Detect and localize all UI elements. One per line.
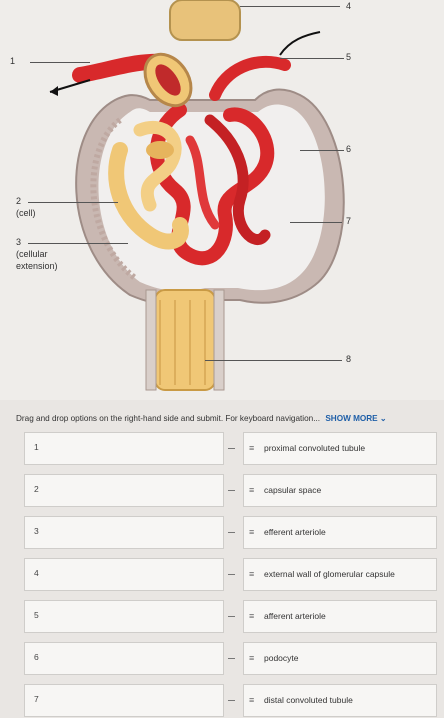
proximal-tubule-segment xyxy=(154,289,216,391)
leader-line-4 xyxy=(240,6,340,7)
match-row-4: 4 ≡ external wall of glomerular capsule xyxy=(24,558,437,592)
draggable-option[interactable]: ≡ proximal convoluted tubule xyxy=(243,432,437,465)
top-tubule xyxy=(169,0,241,41)
tubule-cells xyxy=(159,300,206,385)
leader-line-5 xyxy=(280,58,344,59)
drag-handle-icon[interactable]: ≡ xyxy=(249,695,255,705)
draggable-option[interactable]: ≡ capsular space xyxy=(243,474,437,507)
drop-target-number: 6 xyxy=(34,652,39,662)
match-row-1: 1 ≡ proximal convoluted tubule xyxy=(24,432,437,466)
label-2-sub: (cell) xyxy=(16,208,36,218)
drag-handle-icon[interactable]: ≡ xyxy=(249,527,255,537)
drop-target-number: 3 xyxy=(34,526,39,536)
drag-handle-icon[interactable]: ≡ xyxy=(249,653,255,663)
leader-line-3 xyxy=(28,243,128,244)
tubule-wall-left xyxy=(145,289,157,391)
label-5: 5 xyxy=(346,52,352,62)
option-label: afferent arteriole xyxy=(264,611,326,621)
label-4: 4 xyxy=(346,1,352,11)
label-3-sub2: extension) xyxy=(16,261,58,271)
drag-handle-icon[interactable]: ≡ xyxy=(249,611,255,621)
podocyte-cell-body xyxy=(146,141,174,159)
connector xyxy=(228,432,246,465)
instructions-text: Drag and drop options on the right-hand … xyxy=(16,414,321,423)
match-row-2: 2 ≡ capsular space xyxy=(24,474,437,508)
drag-handle-icon[interactable]: ≡ xyxy=(249,485,255,495)
connector xyxy=(228,558,246,591)
podocytes xyxy=(108,120,189,250)
drop-target-3[interactable]: 3 xyxy=(24,516,224,549)
instructions: Drag and drop options on the right-hand … xyxy=(16,413,436,423)
drag-handle-icon[interactable]: ≡ xyxy=(249,443,255,453)
connector xyxy=(228,516,246,549)
efferent-arteriole xyxy=(209,55,291,101)
show-more-link[interactable]: SHOW MORE ⌄ xyxy=(325,414,387,423)
match-row-6: 6 ≡ podocyte xyxy=(24,642,437,676)
drag-handle-icon[interactable]: ≡ xyxy=(249,569,255,579)
leader-line-6 xyxy=(300,150,344,151)
label-6: 6 xyxy=(346,144,352,154)
parietal-layer xyxy=(90,117,137,281)
match-row-5: 5 ≡ afferent arteriole xyxy=(24,600,437,634)
drop-target-7[interactable]: 7 xyxy=(24,684,224,717)
renal-corpuscle-illustration xyxy=(49,0,345,391)
drop-target-number: 1 xyxy=(34,442,39,452)
drop-target-number: 2 xyxy=(34,484,39,494)
flow-arrowhead-left xyxy=(50,86,58,96)
drop-target-number: 5 xyxy=(34,610,39,620)
option-label: capsular space xyxy=(264,485,322,495)
leader-line-7 xyxy=(290,222,342,223)
draggable-option[interactable]: ≡ afferent arteriole xyxy=(243,600,437,633)
drop-target-6[interactable]: 6 xyxy=(24,642,224,675)
label-8: 8 xyxy=(346,354,352,364)
draggable-option[interactable]: ≡ podocyte xyxy=(243,642,437,675)
flow-arrow-right xyxy=(279,31,321,56)
match-row-7: 7 ≡ distal convoluted tubule xyxy=(24,684,437,718)
option-label: efferent arteriole xyxy=(264,527,326,537)
distal-tubule-lumen xyxy=(155,64,181,96)
drop-target-number: 4 xyxy=(34,568,39,578)
label-2-number: 2 xyxy=(16,196,22,206)
glomerulus xyxy=(149,103,275,266)
draggable-option[interactable]: ≡ efferent arteriole xyxy=(243,516,437,549)
renal-corpuscle-figure: 1 2 (cell) 3 (cellular extension) 4 5 6 … xyxy=(10,0,352,391)
label-7: 7 xyxy=(346,216,352,226)
tubule-wall-right xyxy=(213,289,225,391)
leader-line-2 xyxy=(28,202,118,203)
leader-line-8 xyxy=(205,360,342,361)
drop-target-4[interactable]: 4 xyxy=(24,558,224,591)
label-3-number: 3 xyxy=(16,237,22,247)
connector xyxy=(228,474,246,507)
draggable-option[interactable]: ≡ external wall of glomerular capsule xyxy=(243,558,437,591)
draggable-option[interactable]: ≡ distal convoluted tubule xyxy=(243,684,437,717)
label-3-sub1: (cellular xyxy=(16,249,48,259)
drop-target-number: 7 xyxy=(34,694,39,704)
option-label: external wall of glomerular capsule xyxy=(264,569,395,579)
label-1: 1 xyxy=(10,56,16,66)
option-label: podocyte xyxy=(264,653,299,663)
leader-line-1 xyxy=(30,62,90,63)
connector xyxy=(228,600,246,633)
option-label: proximal convoluted tubule xyxy=(264,443,366,453)
connector xyxy=(228,642,246,675)
drop-target-2[interactable]: 2 xyxy=(24,474,224,507)
option-label: distal convoluted tubule xyxy=(264,695,353,705)
match-row-3: 3 ≡ efferent arteriole xyxy=(24,516,437,550)
drop-target-5[interactable]: 5 xyxy=(24,600,224,633)
drop-target-1[interactable]: 1 xyxy=(24,432,224,465)
